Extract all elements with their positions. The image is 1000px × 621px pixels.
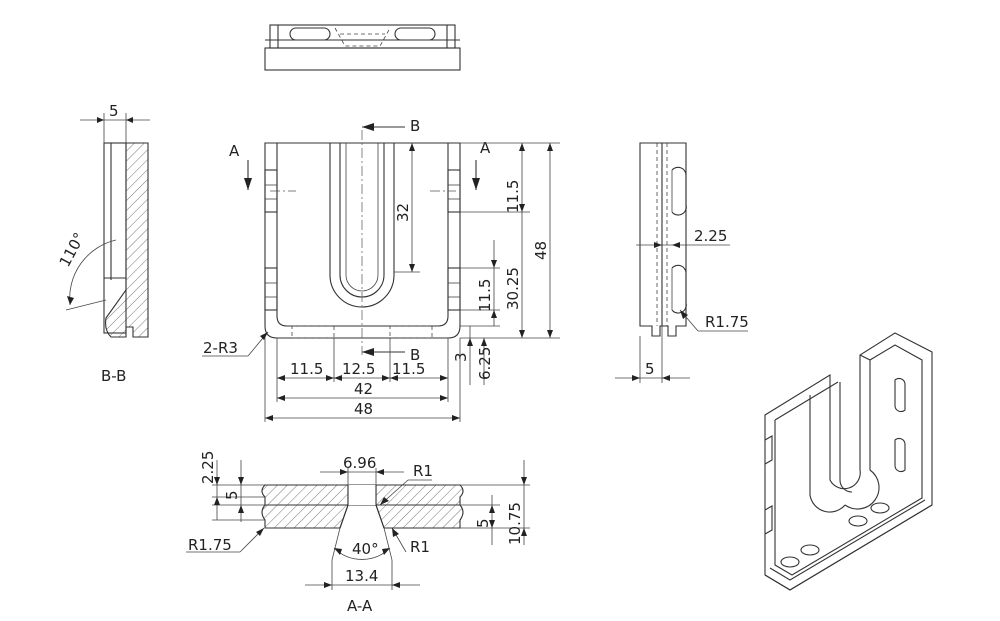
front-total-height-dim: 48 bbox=[532, 241, 550, 260]
front-6-25-dim: 6.25 bbox=[476, 347, 494, 380]
aa-bottom-radius-dim: R1 bbox=[410, 538, 430, 556]
aa-chamfer-width-dim: 13.4 bbox=[345, 567, 378, 585]
section-aa-label: A-A bbox=[347, 597, 373, 615]
isometric-view bbox=[764, 332, 933, 591]
side-groove-depth-dim: 2.25 bbox=[694, 227, 727, 245]
front-corner-radius-dim: 2-R3 bbox=[203, 339, 238, 357]
bottom-inner-width-dim: 42 bbox=[354, 380, 373, 398]
cut-a-left: A bbox=[229, 142, 240, 160]
aa-chamfer-angle-dim: 40° bbox=[352, 540, 379, 558]
front-top-offset-dim: 11.5 bbox=[504, 180, 522, 213]
aa-slot-width-dim: 6.96 bbox=[343, 454, 376, 472]
cut-b-top: B bbox=[410, 117, 420, 135]
bb-width-dim: 5 bbox=[109, 102, 119, 120]
aa-left-thickness-dim: 5 bbox=[223, 490, 241, 500]
aa-groove-radius-dim: R1.75 bbox=[188, 536, 232, 554]
front-slot-length-dim: 32 bbox=[394, 203, 412, 222]
bottom-left-spacing-dim: 11.5 bbox=[290, 360, 323, 378]
front-slot-spacing-dim: 11.5 bbox=[476, 279, 494, 312]
bottom-right-spacing-dim: 11.5 bbox=[392, 360, 425, 378]
side-view: 2.25 R1.75 5 bbox=[615, 142, 749, 383]
section-bb-label: B-B bbox=[101, 367, 126, 385]
aa-total-thickness-dim: 10.75 bbox=[506, 502, 524, 545]
aa-groove-offset-dim: 2.25 bbox=[199, 451, 217, 484]
bb-angle-dim: 110° bbox=[56, 230, 89, 270]
side-radius-dim: R1.75 bbox=[705, 313, 749, 331]
top-view bbox=[264, 24, 461, 71]
front-view: A A B B 32 11.5 48 30. bbox=[202, 117, 560, 422]
side-thickness-dim: 5 bbox=[645, 360, 655, 378]
cut-a-right: A bbox=[480, 139, 491, 157]
aa-right-thickness-dim: 5 bbox=[474, 518, 492, 528]
cut-b-bottom: B bbox=[410, 346, 420, 364]
section-aa-view: 6.96 R1 2.25 5 R1.75 40° R1 bbox=[186, 451, 530, 615]
bottom-total-width-dim: 48 bbox=[354, 400, 373, 418]
aa-top-radius-dim: R1 bbox=[413, 462, 433, 480]
bottom-centre-spacing-dim: 12.5 bbox=[342, 360, 375, 378]
front-3-dim: 3 bbox=[452, 352, 470, 362]
front-30-25-dim: 30.25 bbox=[504, 267, 522, 310]
section-bb-view: 5 110° B-B bbox=[56, 102, 150, 385]
